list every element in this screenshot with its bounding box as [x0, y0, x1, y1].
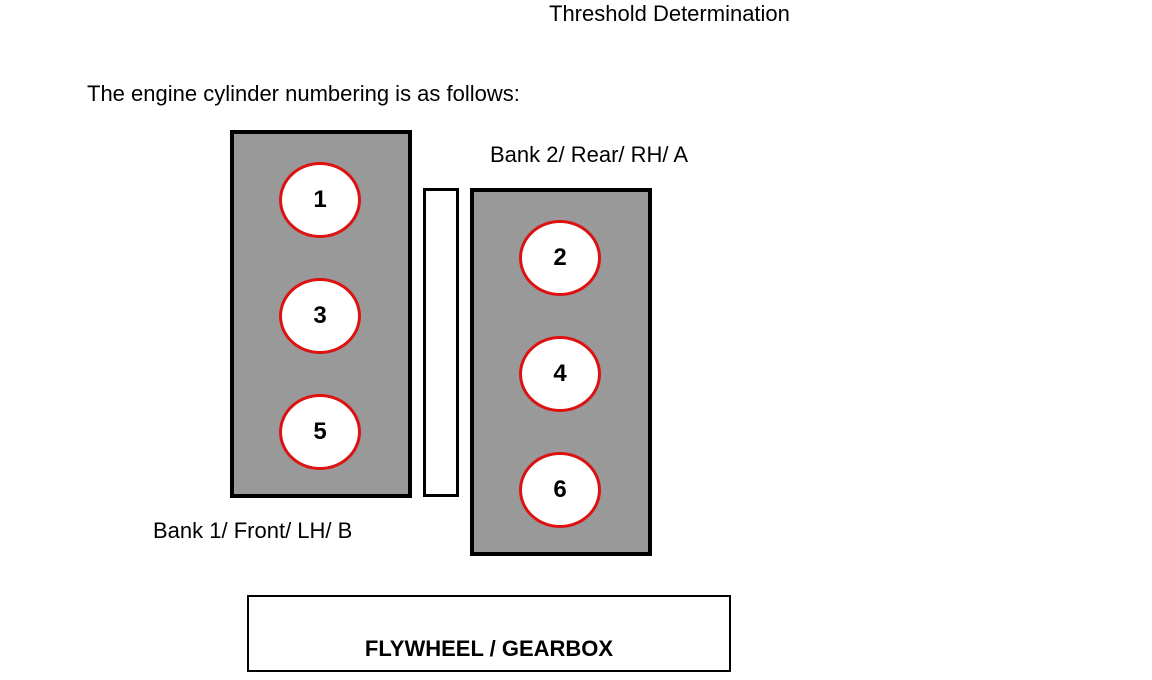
page-title: Threshold Determination	[549, 1, 790, 26]
cylinder-4: 4	[519, 336, 601, 412]
crankshaft-block	[423, 188, 459, 497]
cylinder-2: 2	[519, 220, 601, 296]
bank2-label: Bank 2/ Rear/ RH/ A	[490, 142, 689, 167]
cylinder-6: 6	[519, 452, 601, 528]
cylinder-5: 5	[279, 394, 361, 470]
flywheel-gearbox-label: FLYWHEEL / GEARBOX	[364, 636, 614, 661]
bank1-label: Bank 1/ Front/ LH/ B	[153, 518, 353, 543]
intro-text: The engine cylinder numbering is as foll…	[87, 81, 520, 106]
flywheel-gearbox-box: FLYWHEEL / GEARBOX	[247, 595, 731, 672]
cylinder-3: 3	[279, 278, 361, 354]
cylinder-1: 1	[279, 162, 361, 238]
